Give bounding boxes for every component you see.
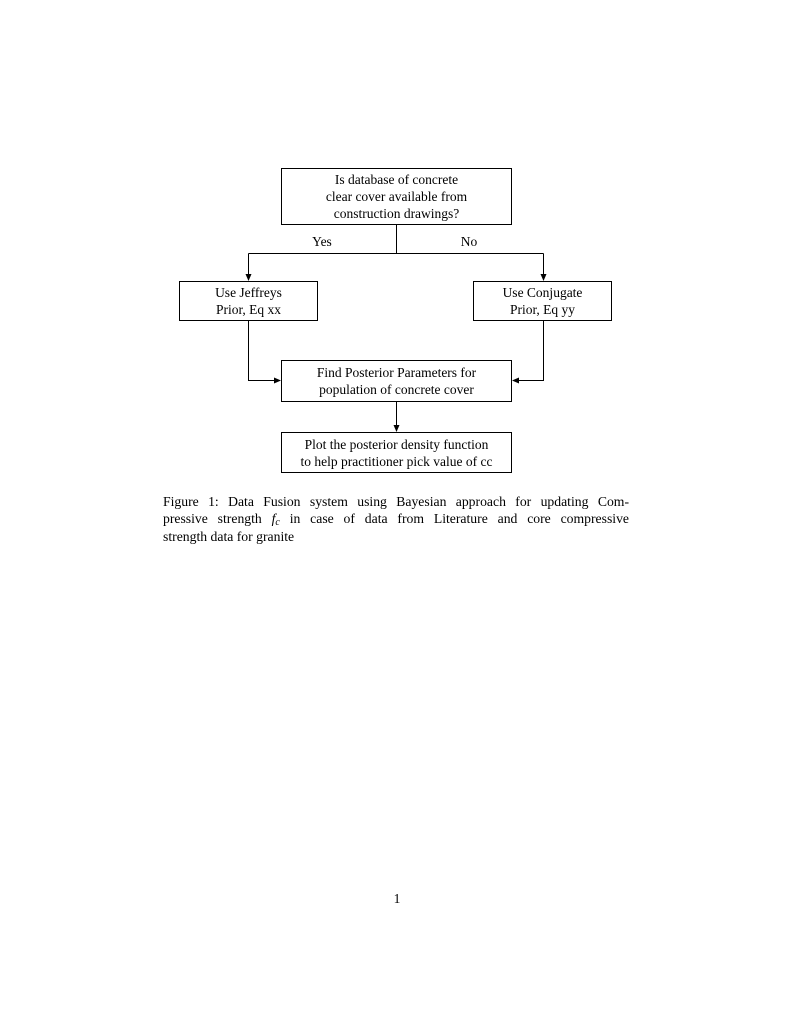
conjugate-prior-box-line1: Use Conjugate bbox=[502, 285, 583, 300]
plot-density-box-line2: to help practitioner pick value of cc bbox=[300, 453, 493, 469]
figure-caption: Figure 1: Data Fusion system using Bayes… bbox=[163, 493, 629, 545]
figure-caption-line3: strength data for granite bbox=[163, 528, 295, 544]
decision-box-line3: construction drawings? bbox=[333, 206, 460, 221]
decision-box: Is database of concrete clear cover avai… bbox=[281, 168, 512, 225]
posterior-parameters-box-line2: population of concrete cover bbox=[319, 382, 474, 397]
jeffreys-prior-box-line2: Prior, Eq xx bbox=[215, 302, 282, 317]
conjugate-prior-box: Use Conjugate Prior, Eq yy bbox=[473, 281, 612, 321]
jeffreys-prior-box-line1: Use Jeffreys bbox=[215, 285, 282, 300]
posterior-parameters-box: Find Posterior Parameters for population… bbox=[281, 360, 512, 402]
caption-line2-before-math: pressive strength bbox=[163, 511, 262, 527]
fc-math-symbol: fc bbox=[271, 511, 280, 529]
jeffreys-prior-box: Use Jeffreys Prior, Eq xx bbox=[179, 281, 318, 321]
arrowhead-into-posterior-right bbox=[512, 377, 519, 384]
decision-box-line1: Is database of concrete bbox=[334, 172, 459, 187]
page-number: 1 bbox=[393, 891, 401, 906]
caption-line2-after-math: in case of data from Literature and core… bbox=[289, 511, 629, 527]
figure-caption-line2: pressive strength fc in case of data fro… bbox=[163, 510, 629, 529]
posterior-parameters-box-line1: Find Posterior Parameters for bbox=[316, 365, 477, 380]
arrowhead-into-posterior-left bbox=[274, 377, 281, 384]
yes-edge-label: Yes bbox=[312, 234, 332, 249]
plot-density-box-line1: Plot the posterior density function bbox=[304, 436, 489, 452]
arrowhead-yes bbox=[245, 274, 252, 281]
connector-jeffreys-to-posterior bbox=[248, 321, 274, 381]
connector-conjugate-to-posterior bbox=[519, 321, 544, 381]
arrowhead-into-plot bbox=[393, 425, 400, 432]
figure-caption-line1: Figure 1: Data Fusion system using Bayes… bbox=[163, 494, 629, 509]
no-edge-label: No bbox=[460, 234, 478, 249]
conjugate-prior-box-line2: Prior, Eq yy bbox=[509, 302, 576, 317]
arrowhead-no bbox=[540, 274, 547, 281]
decision-box-line2: clear cover available from bbox=[325, 189, 468, 204]
plot-density-box: Plot the posterior density function to h… bbox=[281, 432, 512, 473]
